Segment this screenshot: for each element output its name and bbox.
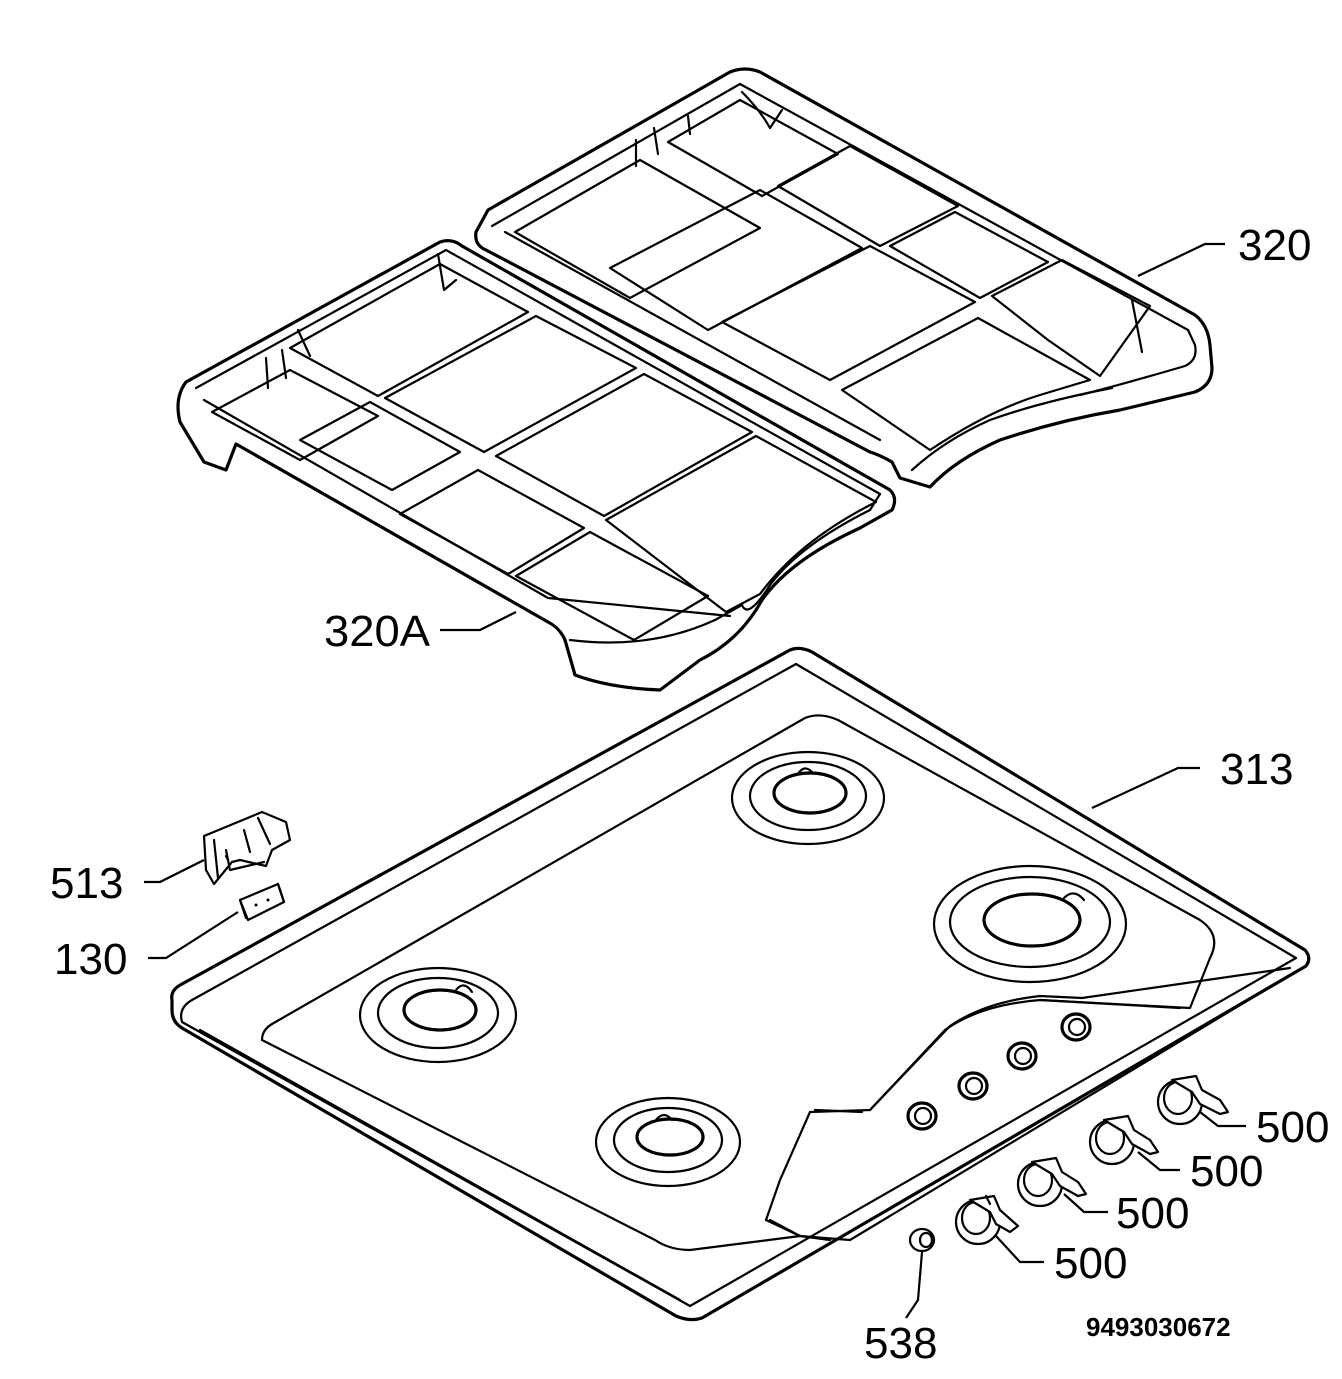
label-500-d: 500 (1054, 1239, 1127, 1288)
label-513: 513 (50, 859, 123, 908)
pan-support-grate-left (176, 239, 897, 692)
mounting-bracket (202, 810, 292, 886)
burner-rear-right (730, 750, 886, 846)
control-knob-3 (1088, 1114, 1160, 1166)
label-320A: 320A (324, 607, 431, 656)
hob-top-panel (170, 646, 1311, 1322)
drawing-number: 9493030672 (1086, 1312, 1231, 1342)
control-knob-1 (954, 1194, 1020, 1246)
label-500-c: 500 (1116, 1189, 1189, 1238)
label-500-a: 500 (1256, 1103, 1329, 1152)
label-500-b: 500 (1190, 1147, 1263, 1196)
spark-button (908, 1227, 936, 1253)
leader-lines (144, 242, 1246, 1319)
pan-support-grate-right (474, 67, 1214, 489)
burner-left (358, 966, 518, 1064)
knob-holes (906, 1012, 1092, 1131)
label-313: 313 (1220, 745, 1293, 794)
label-130: 130 (54, 935, 127, 984)
control-knob-4 (1156, 1074, 1230, 1126)
label-320: 320 (1238, 221, 1311, 270)
burner-front (594, 1096, 742, 1188)
burner-right-large (932, 864, 1128, 984)
spacer-block (238, 882, 286, 922)
control-knob-2 (1016, 1156, 1088, 1208)
label-538: 538 (864, 1319, 937, 1368)
